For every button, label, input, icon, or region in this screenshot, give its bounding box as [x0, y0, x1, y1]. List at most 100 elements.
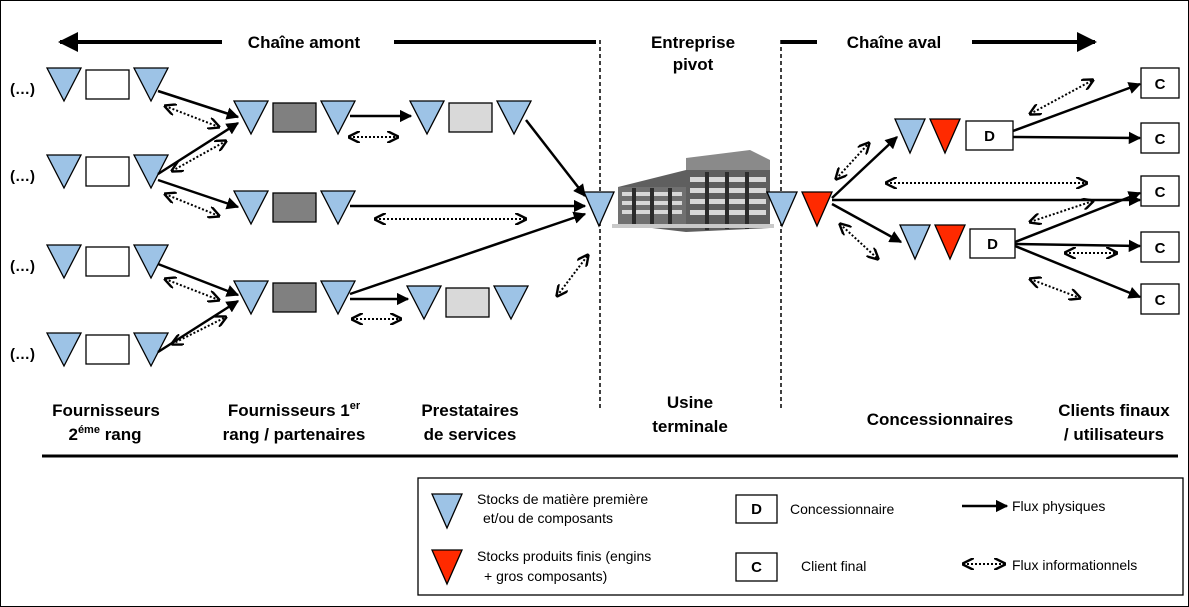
tier1-supplier-box: [272, 282, 317, 313]
client-letter: C: [1155, 240, 1166, 257]
raw-stock-triangle: [45, 67, 83, 103]
information-flows: [165, 80, 1117, 344]
raw-stock-triangle: [45, 154, 83, 190]
tier2-label: Fournisseurs 2éme rang: [52, 401, 160, 444]
raw-stock-triangle: [319, 280, 357, 316]
information-flow-arrow: [165, 194, 219, 216]
raw-stock-triangle: [132, 332, 170, 368]
tier1-row-2: [232, 190, 357, 226]
tier1-label-line1: Fournisseurs 1er: [228, 400, 361, 420]
dealer-letter: D: [984, 128, 995, 145]
raw-stock-triangle: [232, 280, 270, 316]
client-box-1: C: [1140, 67, 1180, 99]
raw-stock-triangle: [232, 190, 270, 226]
physical-flow-arrow: [157, 262, 240, 297]
information-flow-arrow: [1030, 201, 1093, 222]
dealer-row-2: D: [899, 224, 1016, 261]
legend-physical-flow-label: Flux physiques: [1012, 498, 1105, 514]
physical-flow-arrow: [1012, 131, 1142, 145]
information-flow-arrow: [172, 141, 226, 171]
information-flow-arrow: [1030, 80, 1093, 114]
client-box-2: C: [1140, 122, 1180, 154]
dealer-letter: D: [987, 236, 998, 253]
client-box-3: C: [1140, 175, 1180, 207]
plant-label-line2: terminale: [652, 417, 728, 436]
services-label-line2: de services: [424, 425, 517, 444]
client-letter: C: [1155, 184, 1166, 201]
dealers-label: Concessionnaires: [867, 410, 1013, 429]
tier2-label-line1: Fournisseurs: [52, 401, 160, 420]
client-letter: C: [1155, 76, 1166, 93]
physical-flow-arrow: [157, 89, 240, 120]
tier2-row-4: (…): [10, 332, 170, 368]
dealer-row-1: D: [894, 118, 1014, 155]
tier2-row-2: (…): [10, 154, 170, 190]
legend-raw-stock-triangle: [431, 493, 463, 530]
service-provider-box: [448, 102, 493, 133]
ellipsis: (…): [10, 346, 35, 363]
clients-label-line1: Clients finaux: [1058, 401, 1170, 420]
legend-client-label: Client final: [801, 558, 866, 574]
physical-flow-arrow: [157, 121, 240, 176]
raw-stock-triangle: [45, 244, 83, 280]
tier1-label: Fournisseurs 1er rang / partenaires: [223, 400, 366, 444]
raw-stock-triangle: [132, 154, 170, 190]
service-row-2: [405, 285, 530, 321]
plant-label-line1: Usine: [667, 393, 713, 412]
physical-flow-arrow: [349, 211, 587, 296]
ellipsis: (…): [10, 258, 35, 275]
raw-stock-triangle: [319, 190, 357, 226]
legend: Stocks de matière première et/ou de comp…: [417, 477, 1184, 596]
client-box-5: C: [1140, 283, 1180, 315]
legend-dealer-box: [735, 494, 778, 524]
tier2-row-1: (…): [10, 67, 170, 103]
tier2-supplier-box: [85, 156, 130, 187]
tier1-row-3: [232, 280, 357, 316]
tier2-row-3: (…): [10, 244, 170, 280]
plant-inbound-stock-triangle: [583, 191, 615, 228]
finished-stock-triangle: [929, 118, 961, 155]
factory-building-icon: [612, 150, 774, 232]
finished-stock-triangle: [934, 224, 966, 261]
legend-finished-stock-label-line1: Stocks produits finis (engins: [477, 548, 651, 564]
plant-finished-stock-triangle: [801, 191, 833, 228]
physical-flow-arrow: [1014, 239, 1142, 253]
tier2-label-line2: 2éme rang: [68, 424, 141, 444]
tier1-label-line2: rang / partenaires: [223, 425, 366, 444]
legend-client-box: [735, 552, 778, 582]
ellipsis: (…): [10, 168, 35, 185]
plant-label: Usine terminale: [652, 393, 728, 436]
legend-raw-stock-label-line2: et/ou de composants: [483, 510, 613, 526]
raw-stock-triangle: [232, 100, 270, 136]
information-flow-arrow: [840, 224, 878, 259]
tier2-supplier-box: [85, 69, 130, 100]
service-provider-box: [445, 287, 490, 318]
information-flow-arrow: [165, 106, 219, 127]
information-flow-arrow: [1030, 279, 1080, 298]
raw-stock-triangle: [492, 285, 530, 321]
raw-stock-triangle: [894, 118, 926, 155]
legend-client-letter: C: [751, 559, 762, 576]
clients-label: Clients finaux / utilisateurs: [1058, 401, 1170, 444]
information-flow-arrow: [172, 317, 226, 344]
tier2-supplier-box: [85, 334, 130, 365]
tier2-supplier-box: [85, 246, 130, 277]
pivot-label-line1: Entreprise: [651, 33, 735, 52]
tier1-supplier-box: [272, 192, 317, 223]
pivot-label-line2: pivot: [673, 55, 714, 74]
raw-stock-triangle: [405, 285, 443, 321]
raw-stock-triangle: [319, 100, 357, 136]
raw-stock-triangle: [132, 67, 170, 103]
legend-raw-stock-label-line1: Stocks de matière première: [477, 491, 648, 507]
physical-flow-arrow: [1012, 82, 1142, 133]
services-label: Prestataires de services: [421, 401, 518, 444]
dealer-box: [969, 228, 1016, 259]
physical-flow-arrow: [157, 299, 240, 354]
information-flow-arrow: [165, 279, 219, 300]
dealer-box: [965, 120, 1014, 151]
client-box-4: C: [1140, 231, 1180, 263]
physical-flow-arrow: [525, 119, 586, 197]
legend-finished-stock-triangle: [431, 549, 463, 586]
services-label-line1: Prestataires: [421, 401, 518, 420]
